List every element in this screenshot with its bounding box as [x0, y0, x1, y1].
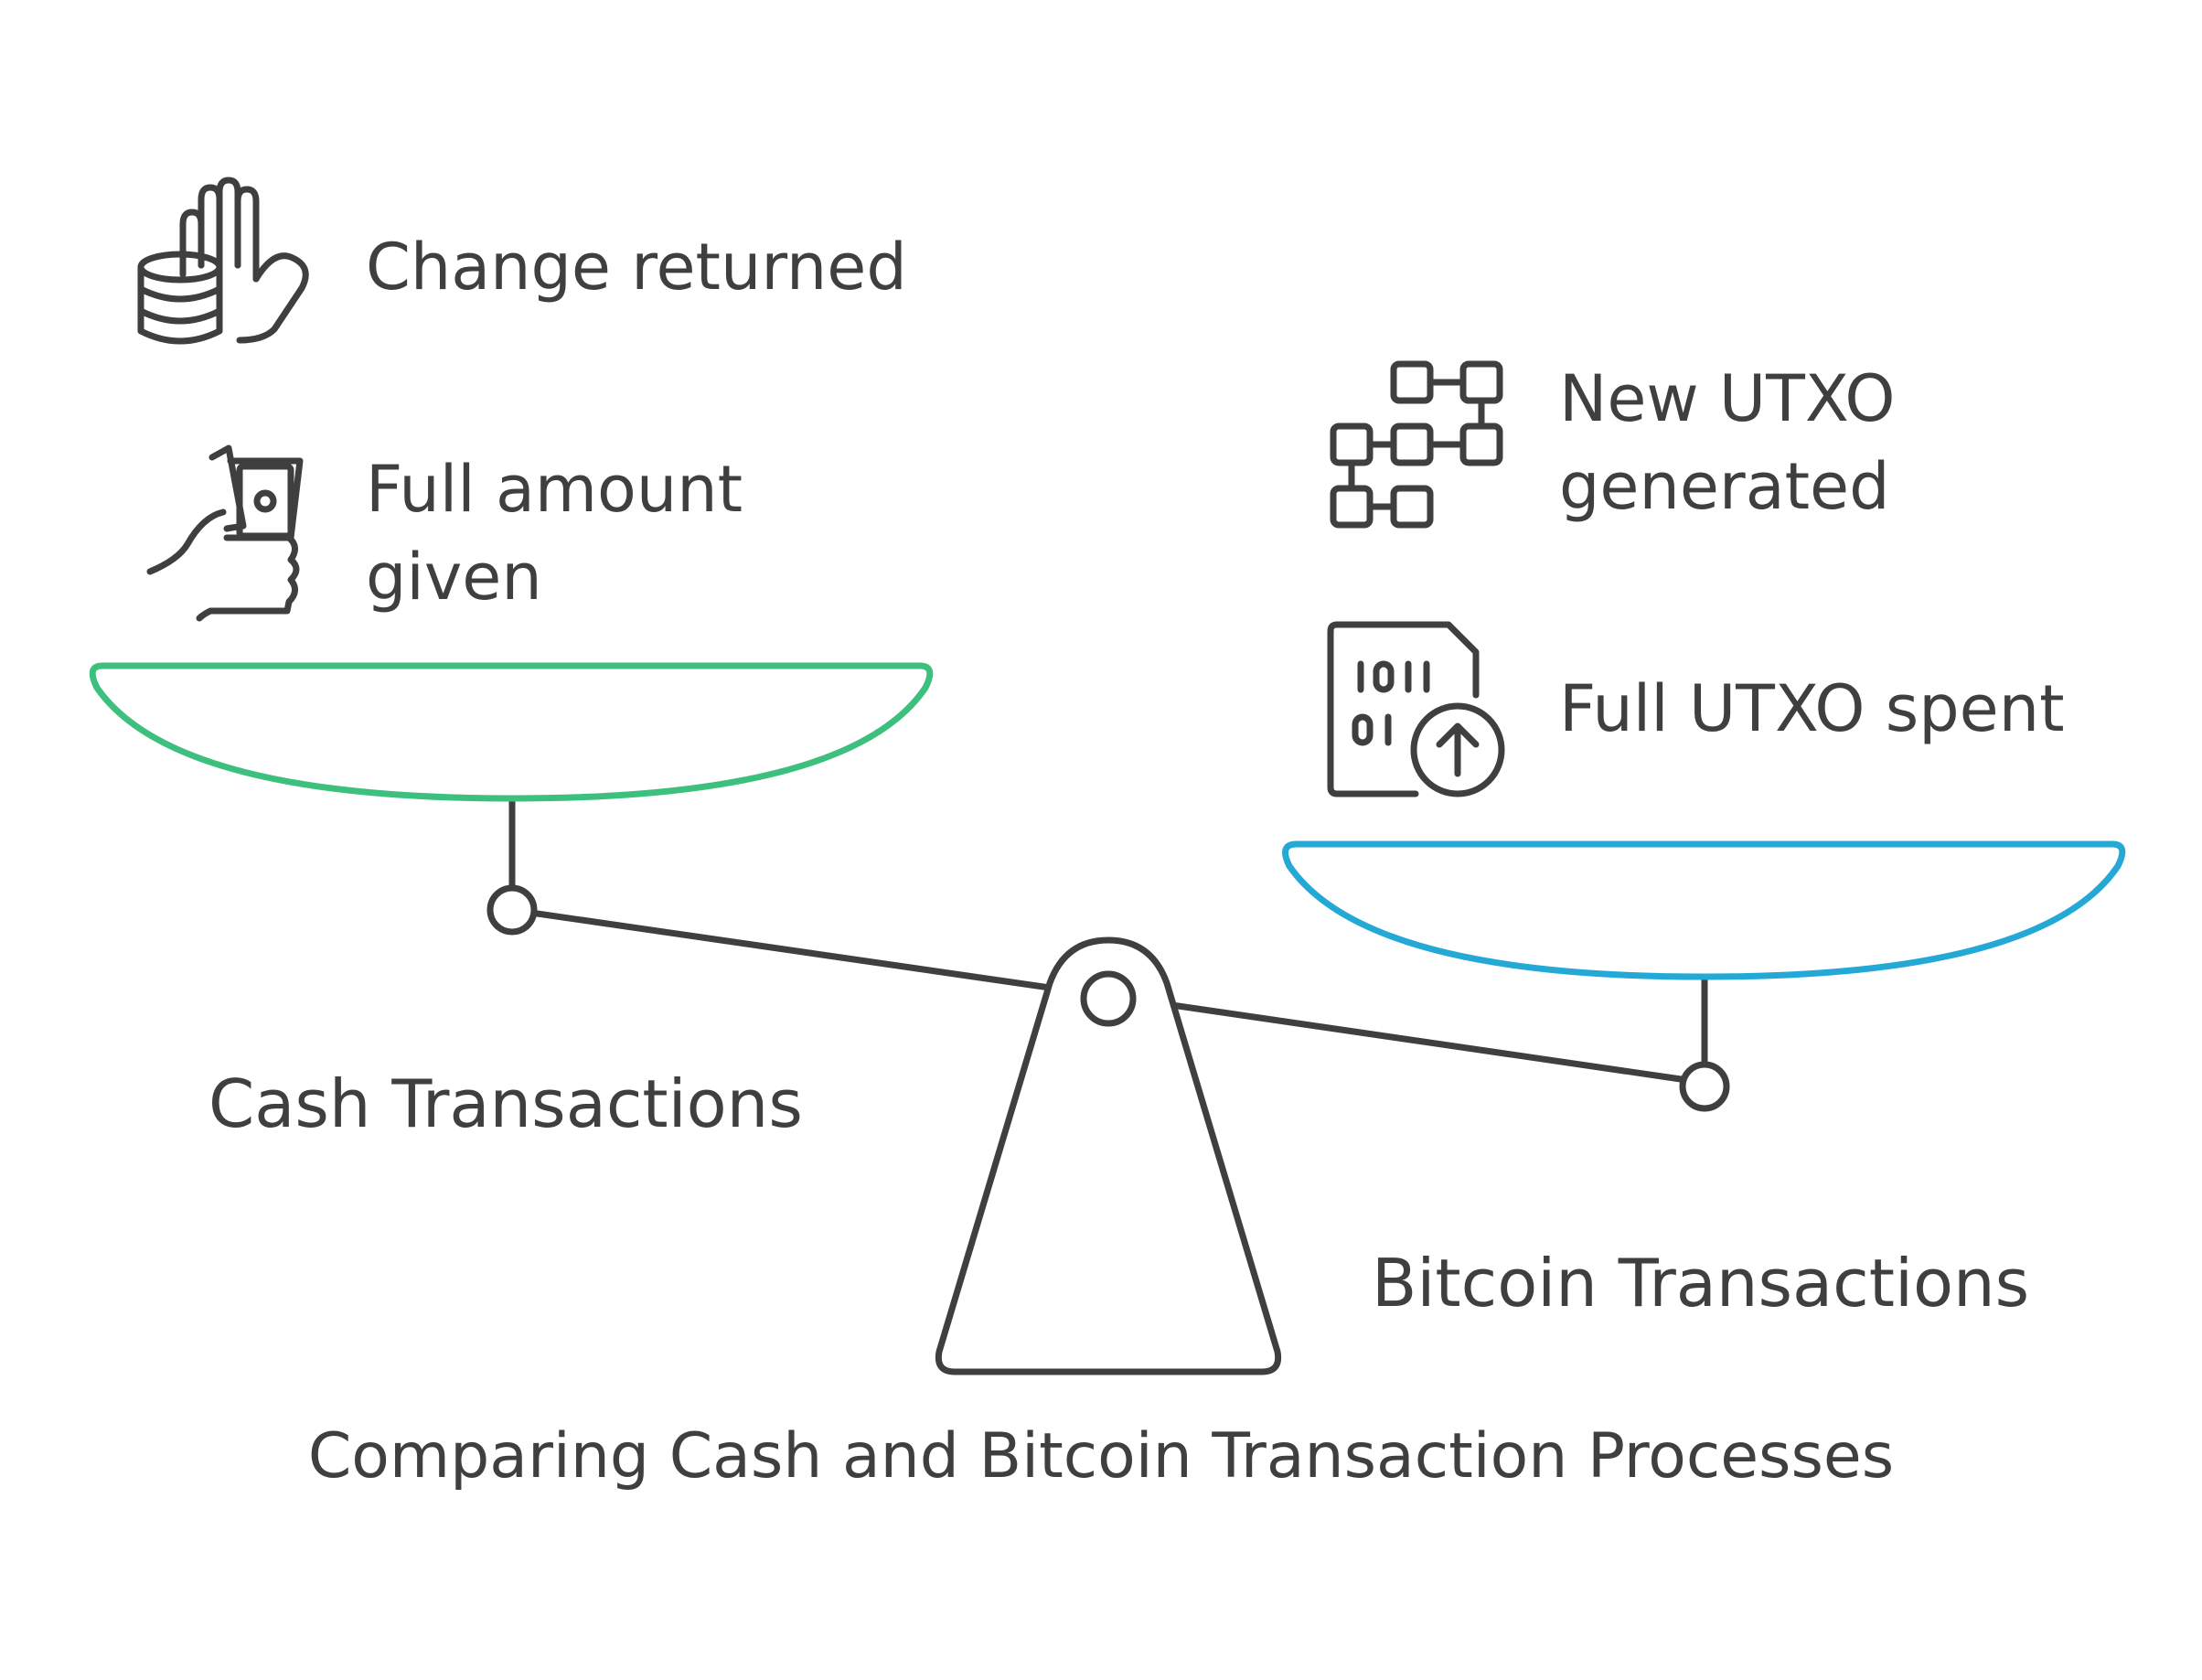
diagram-title: Comparing Cash and Bitcoin Transaction P…	[307, 1420, 1895, 1493]
item-label-full-amount-given: Full amount given	[366, 452, 743, 615]
left-hanger-joint	[486, 884, 538, 936]
item-label-change-returned: Change returned	[366, 230, 907, 305]
side-label-cash-transactions: Cash Transactions	[208, 1065, 803, 1142]
right-hanger-joint	[1679, 1061, 1730, 1112]
side-label-bitcoin-transactions: Bitcoin Transactions	[1372, 1245, 2030, 1322]
hand-cash-icon	[146, 444, 304, 622]
scale-beam-left	[508, 906, 1053, 991]
network-blocks-icon	[1330, 360, 1503, 529]
scale-beam-right	[1156, 1000, 1684, 1083]
left-pan	[89, 662, 934, 802]
right-pan	[1282, 840, 2126, 980]
coins-hand-icon	[137, 177, 309, 345]
binary-file-upload-icon	[1327, 621, 1505, 797]
scale-pivot	[1080, 970, 1137, 1027]
scale-fulcrum	[935, 936, 1282, 1375]
item-label-new-utxo-generated: New UTXO generated	[1559, 361, 1896, 524]
item-label-full-utxo-spent: Full UTXO spent	[1559, 671, 2065, 746]
